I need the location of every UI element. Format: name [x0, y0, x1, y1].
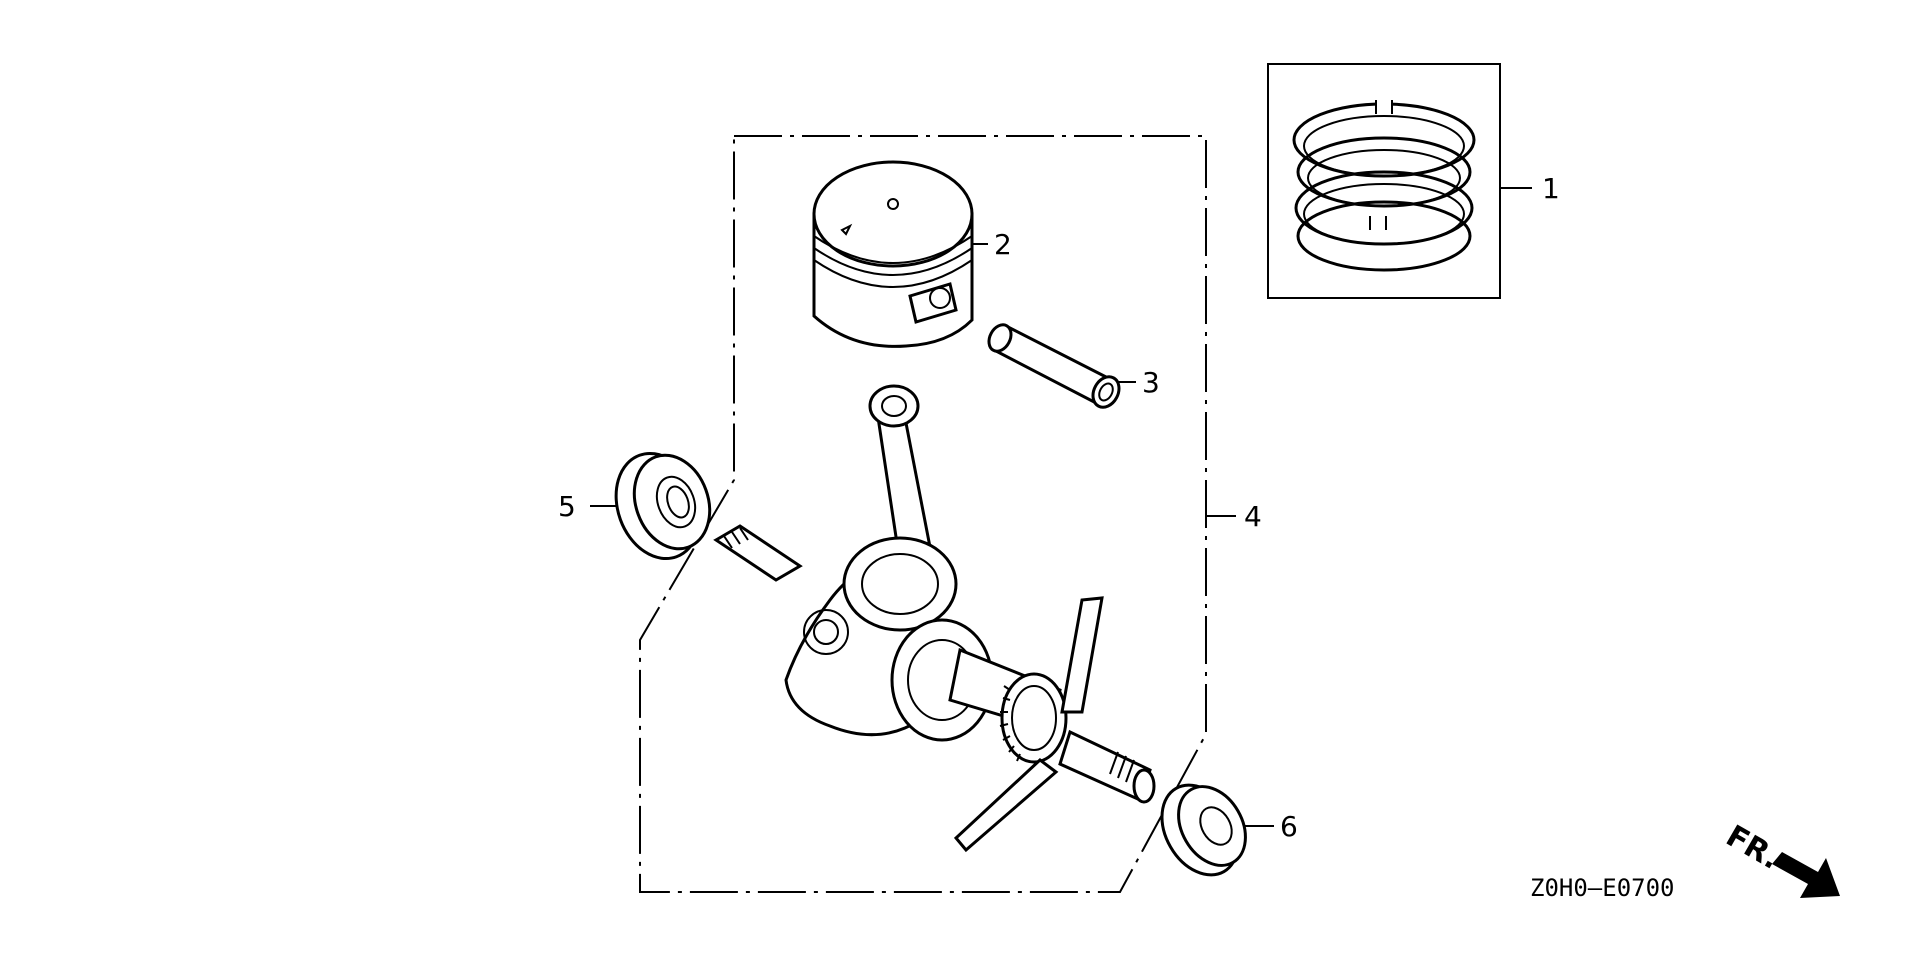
crankshaft-assembly: 4	[713, 384, 1262, 853]
front-label: FR.	[1720, 819, 1786, 877]
callout-2: 2	[994, 228, 1012, 261]
callout-1: 1	[1542, 172, 1560, 205]
callout-3: 3	[1142, 366, 1160, 399]
assembly-boundary	[639, 135, 1207, 893]
piston-pin: 3	[987, 323, 1160, 409]
oil-seal-icon	[1160, 783, 1247, 877]
oil-seal-right: 6	[1160, 783, 1298, 877]
oil-seal-icon	[614, 451, 712, 561]
piston-ring-set-icon	[1292, 100, 1476, 272]
callout-5: 5	[558, 490, 576, 523]
diagram-code: Z0H0—E0700	[1530, 874, 1675, 902]
callout-6: 6	[1280, 810, 1298, 843]
front-direction-indicator: FR.	[1720, 819, 1840, 898]
oil-seal-left: 5	[558, 451, 712, 561]
piston-pin-icon	[987, 323, 1121, 409]
piston-icon	[812, 160, 974, 348]
piston-ring-set: 1	[1267, 63, 1560, 299]
piston: 2	[812, 160, 1012, 348]
crankshaft-assembly-icon	[713, 384, 1156, 853]
front-arrow-icon	[1772, 852, 1840, 898]
callout-4: 4	[1244, 500, 1262, 533]
